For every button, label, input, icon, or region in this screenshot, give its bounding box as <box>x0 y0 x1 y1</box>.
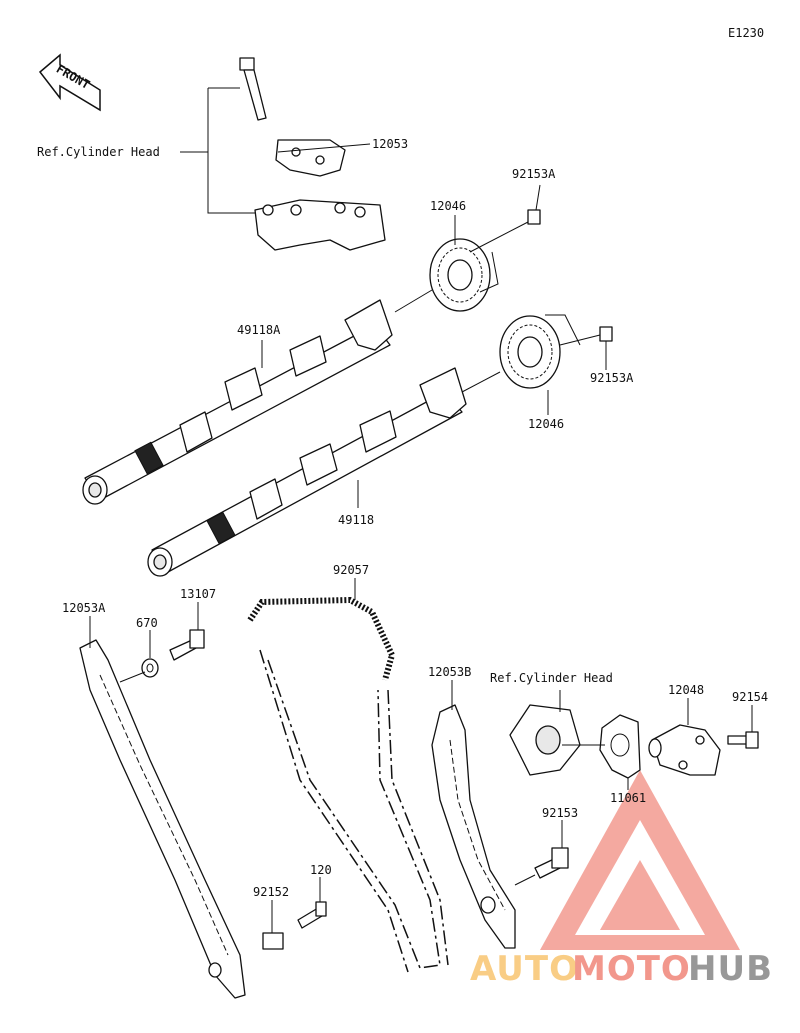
leader-11061 <box>562 744 629 790</box>
leader-92153A-top <box>535 184 541 211</box>
label-92057: 92057 <box>333 563 369 577</box>
chain-guide-12053B-icon <box>431 704 516 949</box>
cam-holder-icon <box>254 199 386 251</box>
ref-bracket-leader <box>180 87 255 214</box>
label-49118: 49118 <box>338 513 374 527</box>
diagram-code: E1230 <box>728 26 764 40</box>
bolt-92154-icon <box>727 731 759 749</box>
label-11061: 11061 <box>610 791 646 805</box>
bolt-13107-icon <box>169 629 205 661</box>
label-92153A-top: 92153A <box>512 167 556 181</box>
cam-cap-12053-icon <box>275 139 346 177</box>
label-13107: 13107 <box>180 587 216 601</box>
cam-sprocket-right-icon <box>499 315 561 389</box>
label-12048: 12048 <box>668 683 704 697</box>
washer-670-icon <box>141 658 159 678</box>
bolt-120-icon <box>297 901 327 929</box>
label-12053: 12053 <box>372 137 408 151</box>
collar-92152-icon <box>262 932 284 950</box>
label-ref-cylinder-head-top: Ref.Cylinder Head <box>37 145 160 159</box>
front-arrow-icon: FRONT <box>38 53 101 112</box>
leader-12046-top-bolt <box>469 221 529 293</box>
leader-12046-right-bolt <box>545 314 601 346</box>
label-92152: 92152 <box>253 885 289 899</box>
chain-tensioner-12048-icon <box>648 724 721 776</box>
cylinder-head-tensioner-boss-icon <box>509 704 581 776</box>
leader-670 <box>119 630 151 683</box>
gasket-11061-icon <box>599 714 641 779</box>
sprocket-bolt-top-icon <box>527 209 541 225</box>
label-92153A-right: 92153A <box>590 371 634 385</box>
camshaft-bolt-icon <box>239 57 267 121</box>
watermark-part-auto: AUTO <box>470 949 579 989</box>
timing-chain-icon <box>247 596 449 973</box>
label-ref-cylinder-head-bottom: Ref.Cylinder Head <box>490 671 613 685</box>
label-12046-top: 12046 <box>430 199 466 213</box>
label-120: 120 <box>310 863 332 877</box>
label-12053A: 12053A <box>62 601 106 615</box>
cam-sprocket-top-icon <box>429 238 491 312</box>
leader-12053 <box>277 143 371 153</box>
chain-guide-12053A-icon <box>79 639 246 999</box>
leader-92153 <box>514 820 563 886</box>
camshaft-49118-icon <box>147 367 467 577</box>
label-12053B: 12053B <box>428 665 471 679</box>
watermark-text: AUTO MOTO HUB <box>470 949 773 989</box>
bolt-92153-icon <box>534 847 569 879</box>
watermark-part-hub: HUB <box>688 949 773 989</box>
label-12046-right: 12046 <box>528 417 564 431</box>
sprocket-bolt-right-icon <box>599 326 613 342</box>
shaft-to-sprocket-line <box>394 289 433 313</box>
watermark-logo-icon <box>540 770 740 950</box>
shaft2-to-sprocket-line <box>461 371 501 393</box>
watermark-part-moto: MOTO <box>572 949 691 989</box>
label-92154: 92154 <box>732 690 768 704</box>
label-49118A: 49118A <box>237 323 281 337</box>
camshaft-49118A-icon <box>82 299 393 505</box>
label-92153: 92153 <box>542 806 578 820</box>
label-670: 670 <box>136 616 158 630</box>
